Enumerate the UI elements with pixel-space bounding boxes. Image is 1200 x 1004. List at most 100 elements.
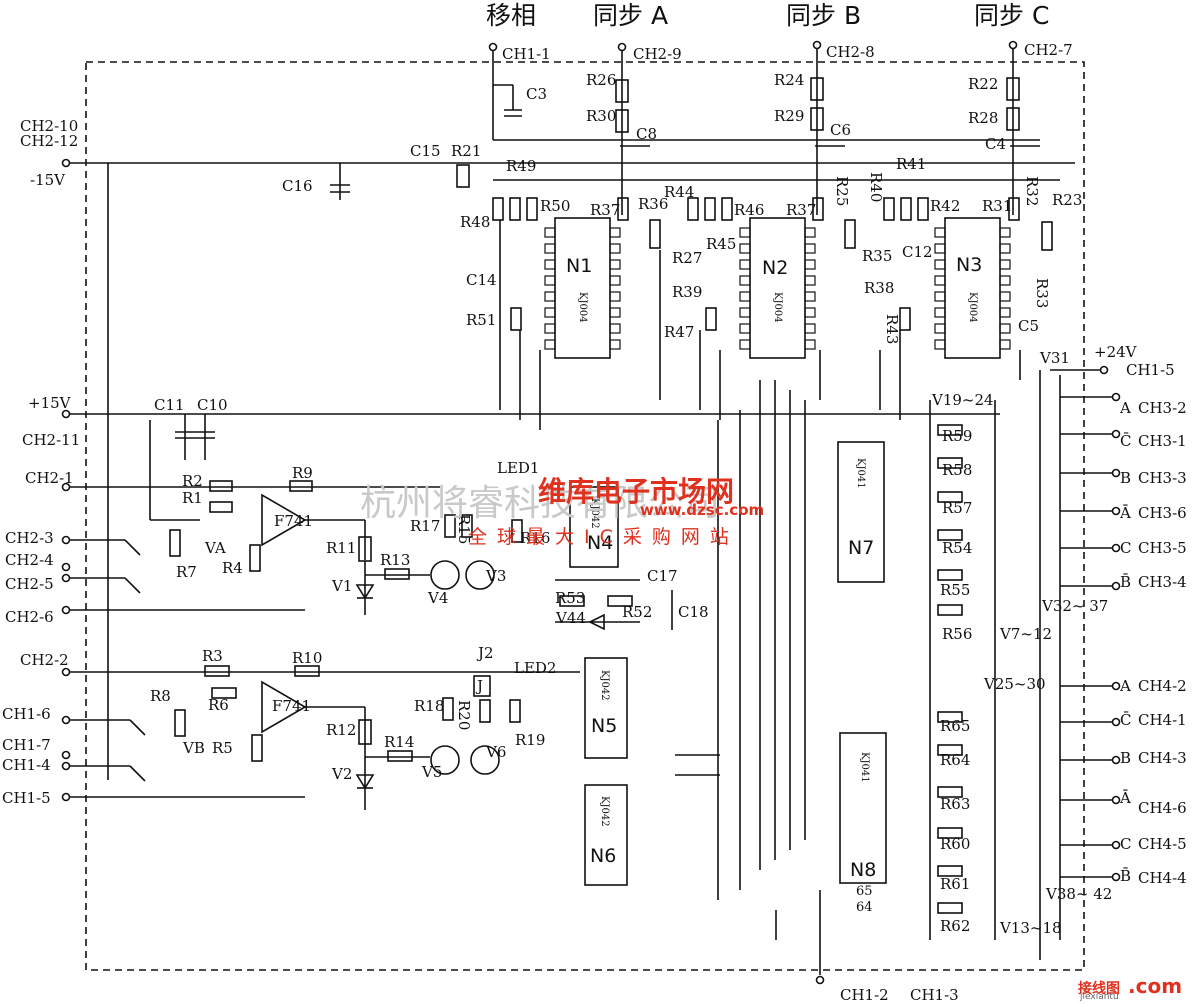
label-r43: R43 [883, 314, 901, 345]
label-r61: R61 [940, 875, 971, 893]
label-ch1-7: CH1-7 [2, 736, 51, 754]
label-r11: R11 [326, 539, 357, 557]
label-n3-part: KJ004 [967, 292, 978, 323]
label-ch3-pin-5: CH3-5 [1138, 539, 1187, 557]
label-r38: R38 [864, 279, 895, 297]
label-ch1-4: CH1-4 [2, 756, 51, 774]
terminal-ch2-8 [812, 40, 822, 50]
label-ch1-1: CH1-1 [502, 45, 551, 63]
label-sync-a: 同步 A [593, 1, 669, 30]
watermark-slogan: 全球最大IC采购网站 [468, 526, 739, 548]
label-minus15v: -15V [30, 171, 65, 189]
label-c17: C17 [647, 567, 678, 585]
label-ch1-5-right: CH1-5 [1126, 361, 1175, 379]
label-ch2-9: CH2-9 [633, 45, 682, 63]
label-ch3-phase-6: B̄ [1120, 573, 1132, 591]
label-ch2-5: CH2-5 [5, 575, 54, 593]
label-v1: V1 [332, 577, 353, 595]
label-ch3-pin-3: CH3-3 [1138, 469, 1187, 487]
label-n8: N8 [850, 859, 877, 881]
label-ch2-8: CH2-8 [826, 43, 875, 61]
label-r44: R44 [664, 183, 695, 201]
label-r10: R10 [292, 649, 323, 667]
label-r24: R24 [774, 71, 805, 89]
label-r4: R4 [222, 559, 243, 577]
label-n3: N3 [956, 254, 983, 276]
label-ch4-phase-5: C [1120, 835, 1132, 853]
terminal-ch2-9 [617, 42, 627, 52]
label-ch3-pin-6: CH3-4 [1138, 573, 1187, 591]
label-r45: R45 [706, 235, 737, 253]
label-r39: R39 [672, 283, 703, 301]
label-ch4-pin-3: CH4-3 [1138, 749, 1187, 767]
label-r42: R42 [930, 197, 961, 215]
label-r16: R16 [520, 529, 551, 547]
label-r48: R48 [460, 213, 491, 231]
label-c16: C16 [282, 177, 313, 195]
label-r21: R21 [451, 142, 482, 160]
label-r5: R5 [212, 739, 233, 757]
board-outline [85, 61, 1085, 971]
label-r52: R52 [622, 603, 653, 621]
label-ch2-1: CH2-1 [25, 469, 74, 487]
label-ch2-10: CH2-10 [20, 117, 79, 135]
label-r36: R36 [638, 195, 669, 213]
watermark-company: 杭州将睿科技有限公司 [360, 483, 721, 524]
label-n7: N7 [848, 537, 875, 559]
label-r12: R12 [326, 721, 357, 739]
label-r2: R2 [182, 472, 203, 490]
label-r63: R63 [940, 795, 971, 813]
label-n5-part: KJ042 [599, 670, 610, 701]
label-r46: R46 [734, 201, 765, 219]
label-v5: V5 [422, 763, 443, 781]
label-r37b: R37 [786, 201, 817, 219]
label-led2: LED2 [514, 659, 557, 677]
label-r37a: R37 [590, 201, 621, 219]
label-n4: N4 [587, 532, 614, 554]
label-c12: C12 [902, 243, 933, 261]
terminal-minus15v [61, 158, 71, 168]
label-ch3-pin-2: CH3-1 [1138, 432, 1187, 450]
watermark-corner-com: .com [1128, 974, 1183, 998]
label-v13-18: V13~18 [1000, 919, 1062, 937]
label-r51: R51 [466, 311, 497, 329]
label-v6: V6 [486, 743, 507, 761]
chip-n7 [837, 441, 885, 583]
label-opamp-1: F741 [274, 512, 314, 530]
label-r29: R29 [774, 107, 805, 125]
label-r30: R30 [586, 107, 617, 125]
label-r19: R19 [515, 731, 546, 749]
label-c18: C18 [678, 603, 709, 621]
label-n6-part: KJ042 [599, 796, 610, 827]
label-ch4-phase-2: C̄ [1120, 711, 1132, 729]
label-c6: C6 [830, 121, 852, 139]
label-ch3-phase-3: B [1120, 469, 1132, 487]
label-ch4-pin-4: CH4-6 [1138, 799, 1187, 817]
label-ch4-pin-6: CH4-4 [1138, 869, 1187, 887]
label-n8-part: KJ041 [859, 752, 870, 783]
label-n1: N1 [566, 255, 593, 277]
chip-n3 [944, 217, 1001, 359]
label-r8: R8 [150, 687, 171, 705]
label-r17: R17 [410, 517, 441, 535]
label-r26: R26 [586, 71, 617, 89]
label-c4: C4 [985, 135, 1007, 153]
label-c14: C14 [466, 271, 497, 289]
label-ch3-phase-1: A [1120, 399, 1131, 417]
label-plus24v: +24V [1094, 343, 1137, 361]
chip-n1 [554, 217, 611, 359]
label-r40: R40 [867, 172, 885, 203]
label-ch4-phase-6: B̄ [1120, 867, 1132, 885]
label-ch4-phase-1: A [1120, 677, 1131, 695]
label-r20: R20 [455, 700, 473, 731]
label-r27: R27 [672, 249, 703, 267]
chip-n2 [749, 217, 806, 359]
label-va: VA [205, 539, 226, 557]
label-vb: VB [183, 739, 205, 757]
label-n2-part: KJ004 [772, 292, 783, 323]
label-r50: R50 [540, 197, 571, 215]
label-r49: R49 [506, 157, 537, 175]
label-r32: R32 [1023, 176, 1041, 207]
chip-n6 [584, 784, 628, 886]
label-r35: R35 [862, 247, 893, 265]
